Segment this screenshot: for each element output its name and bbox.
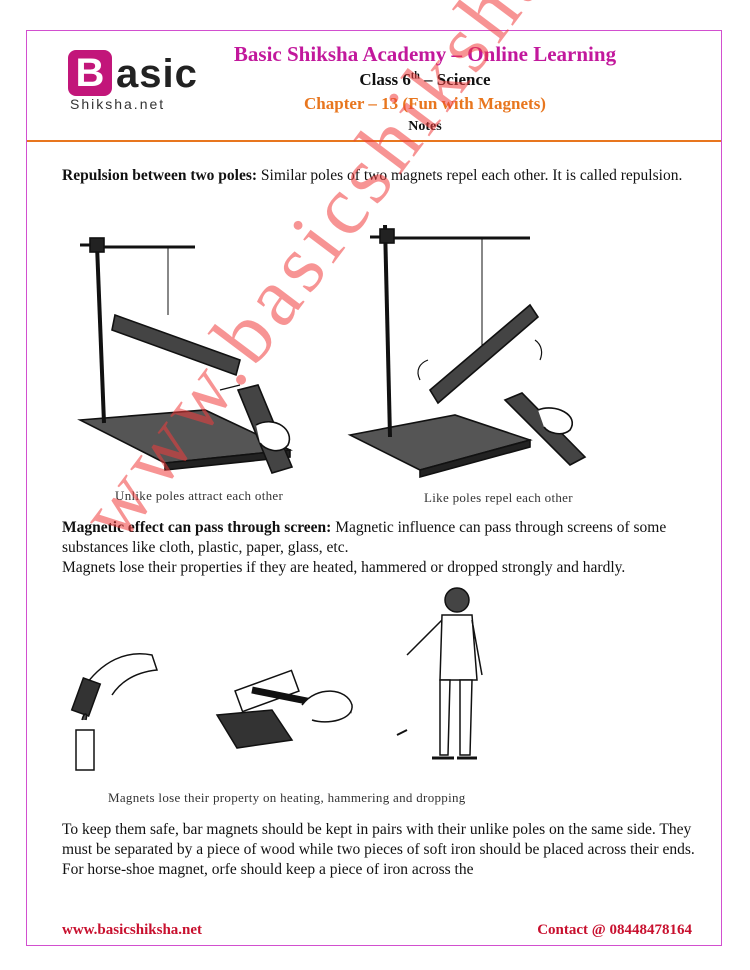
screen-heading: Magnetic effect can pass through screen: [62, 519, 332, 536]
dropping-figure [396, 587, 483, 760]
screen-text: Magnetic influence can pass through scre… [62, 519, 667, 556]
heating-figure [70, 653, 159, 771]
keep-safe-paragraph: To keep them safe, bar magnets should be… [62, 821, 695, 878]
academy-title: Basic Shiksha Academy – Online Learning [233, 42, 617, 66]
repulsion-text: Similar poles of two magnets repel each … [257, 167, 683, 184]
logo-letter: B [68, 50, 112, 96]
repulsion-heading: Repulsion between two poles: [62, 167, 258, 184]
logo-subtitle: Shiksha.net [70, 96, 166, 112]
repulsion-paragraph: Repulsion between two poles: Similar pol… [62, 166, 702, 186]
right-stand [347, 224, 587, 479]
class-subject: Class 6th – Science [359, 70, 491, 89]
page-border [26, 30, 722, 946]
footer-contact: Contact @ 08448478164 [537, 922, 692, 938]
lose-properties-text: Magnets lose their properties if they ar… [62, 559, 626, 576]
notes-label: Notes [408, 119, 442, 134]
header-divider [27, 140, 721, 142]
logo: B asic Shiksha.net [64, 46, 204, 118]
footer-website-link[interactable]: www.basicshiksha.net [62, 922, 203, 938]
caption-lose-property: Magnets lose their property on heating, … [108, 790, 466, 805]
screen-paragraph: Magnetic effect can pass through screen:… [62, 518, 702, 558]
hammering-figure [215, 669, 353, 749]
magnet-stand-illustration [77, 224, 587, 479]
caption-like-poles: Like poles repel each other [424, 490, 573, 505]
lose-property-illustration [70, 587, 483, 771]
caption-unlike-poles: Unlike poles attract each other [115, 488, 284, 503]
logo-word: asic [116, 52, 198, 96]
chapter-title: Chapter – 13 (Fun with Magnets) [304, 94, 546, 113]
left-stand [77, 237, 294, 474]
